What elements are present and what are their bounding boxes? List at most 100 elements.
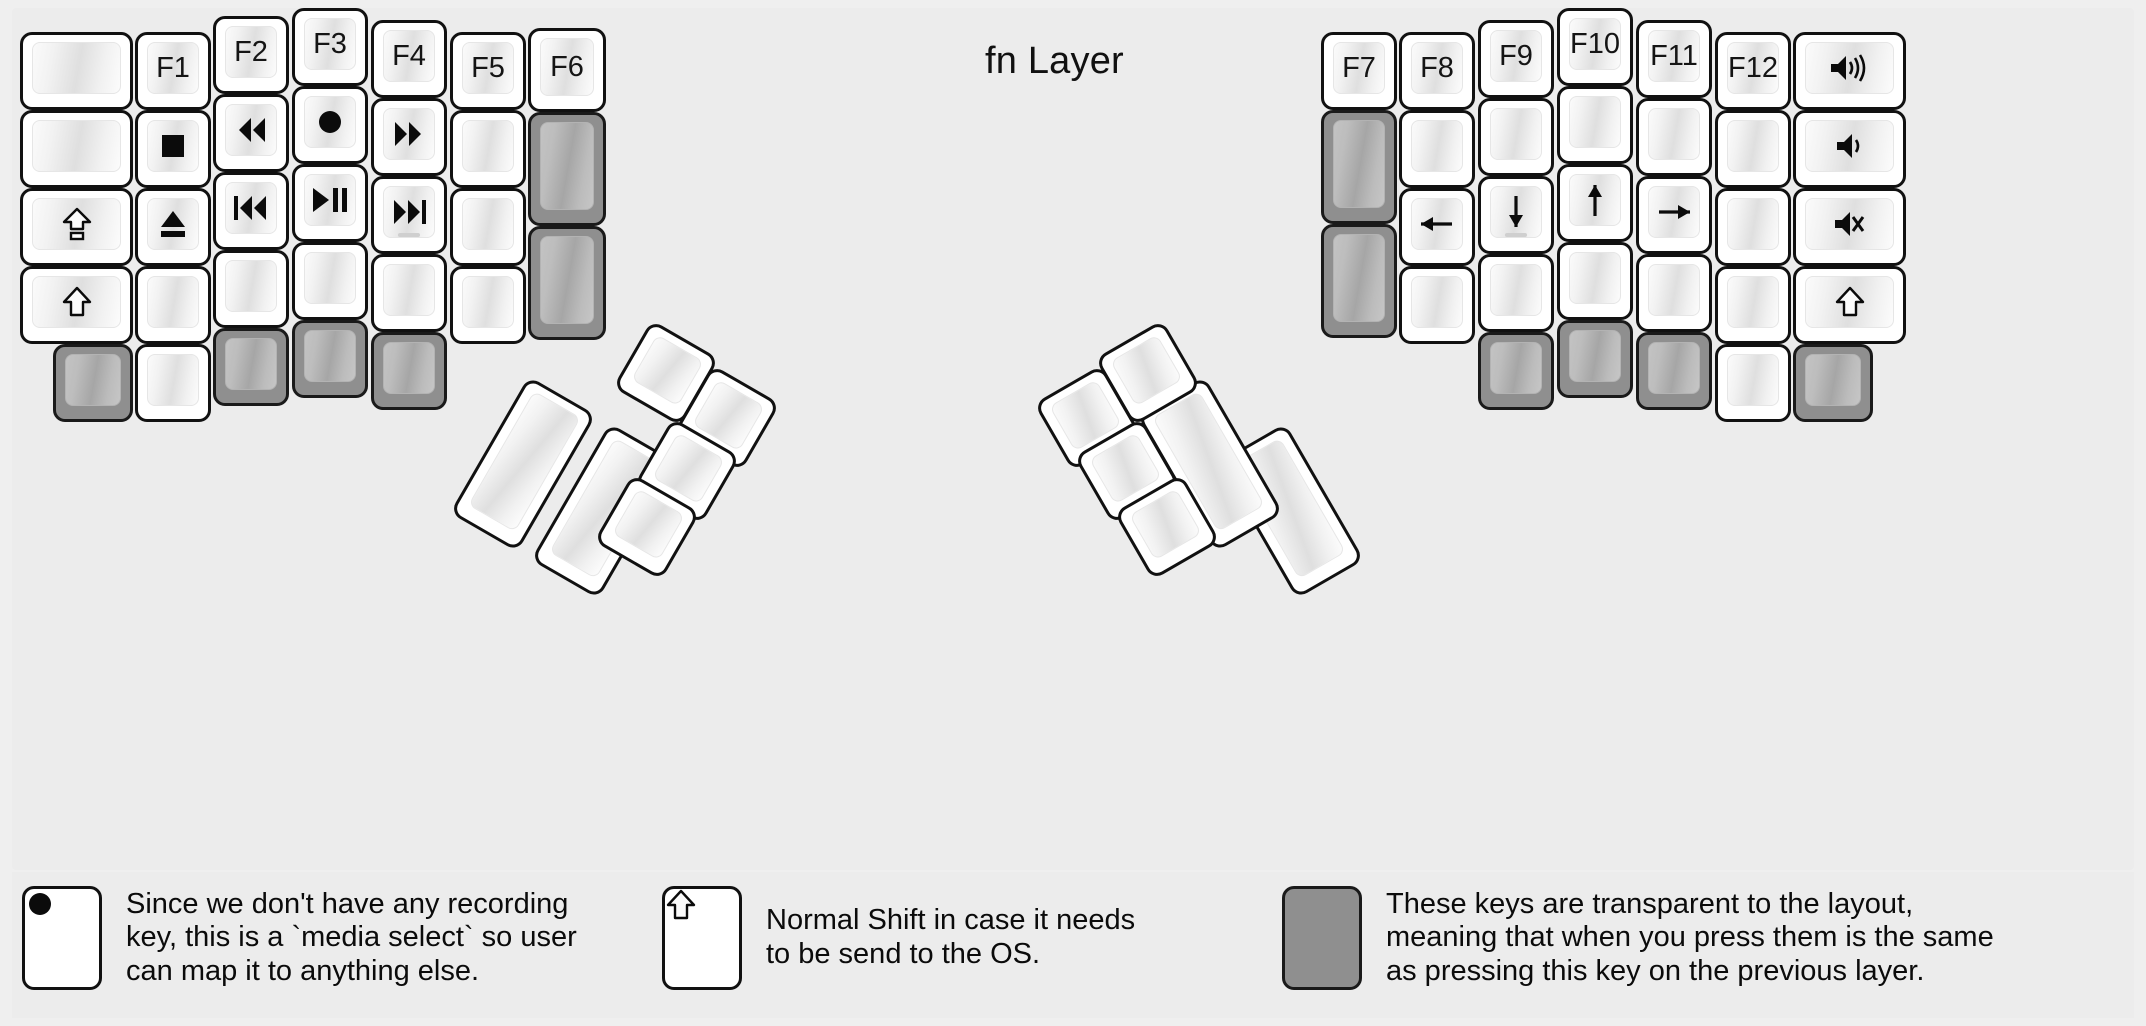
key-f5[interactable]: F5 (450, 32, 526, 110)
col-f2-key-2[interactable] (213, 172, 289, 250)
keycap-face: F2 (225, 26, 277, 78)
media-rewind-icon (232, 116, 270, 144)
col-f3-key-3[interactable] (292, 242, 368, 320)
shift-icon (665, 889, 739, 921)
col-f11-key-1[interactable] (1636, 98, 1712, 176)
key-label: F11 (1650, 39, 1698, 72)
keycap-face (1569, 96, 1621, 148)
key-label: F3 (313, 27, 347, 60)
col-f2-key-1[interactable] (213, 94, 289, 172)
col-f1-key-3[interactable] (135, 266, 211, 344)
key-label: F8 (1420, 51, 1454, 84)
homing-bar (1505, 233, 1527, 237)
key-f4[interactable]: F4 (371, 20, 447, 98)
key-f9[interactable]: F9 (1478, 20, 1554, 98)
col-f12-key-4[interactable] (1715, 344, 1791, 422)
col-f11-key-3[interactable] (1636, 254, 1712, 332)
col-f7-transparent-2[interactable] (1321, 224, 1397, 338)
key-f2[interactable]: F2 (213, 16, 289, 94)
legend-item-shift: Normal Shift in case it needs to be send… (662, 886, 1135, 990)
col-f3-key-1[interactable] (292, 86, 368, 164)
col-outer-left-key-0[interactable] (20, 32, 133, 110)
arrow-left-icon (1418, 209, 1456, 239)
col-f3-transparent-4[interactable] (292, 320, 368, 398)
col-f12-key-3[interactable] (1715, 266, 1791, 344)
col-f8-key-3[interactable] (1399, 266, 1475, 344)
media-next-icon (390, 198, 428, 226)
key-f12[interactable]: F12 (1715, 32, 1791, 110)
key-f3[interactable]: F3 (292, 8, 368, 86)
col-f1-key-1[interactable] (135, 110, 211, 188)
col-outer-left-key-2[interactable] (20, 188, 133, 266)
legend-item-transparent-text: These keys are transparent to the layout… (1386, 887, 1994, 987)
col-f11-transparent-4[interactable] (1636, 332, 1712, 410)
col-f8-key-1[interactable] (1399, 110, 1475, 188)
col-f11-key-2[interactable] (1636, 176, 1712, 254)
col-f3-key-2[interactable] (292, 164, 368, 242)
keycap-face (1648, 186, 1700, 238)
col-f4-key-1[interactable] (371, 98, 447, 176)
col-f8-key-2[interactable] (1399, 188, 1475, 266)
col-outer-right-transparent-4[interactable] (1793, 344, 1873, 422)
key-label: F2 (234, 35, 268, 68)
col-f1-key-4[interactable] (135, 344, 211, 422)
keycap-face (612, 488, 685, 561)
col-outer-right-key-1[interactable] (1793, 110, 1906, 188)
col-f12-key-1[interactable] (1715, 110, 1791, 188)
col-f9-transparent-4[interactable] (1478, 332, 1554, 410)
keycap-face (383, 108, 435, 160)
key-f7[interactable]: F7 (1321, 32, 1397, 110)
key-f11[interactable]: F11 (1636, 20, 1712, 98)
col-f9-key-3[interactable] (1478, 254, 1554, 332)
keycap-face (1490, 186, 1542, 238)
col-f10-key-2[interactable] (1557, 164, 1633, 242)
col-f9-key-1[interactable] (1478, 98, 1554, 176)
col-f7-transparent-1[interactable] (1321, 110, 1397, 224)
col-f2-key-3[interactable] (213, 250, 289, 328)
col-f4-transparent-4[interactable] (371, 332, 447, 410)
keycap-face (1727, 198, 1779, 250)
keycap-face (1805, 354, 1861, 406)
keycap-face (1569, 252, 1621, 304)
col-outer-left-key-1[interactable] (20, 110, 133, 188)
col-f5-key-1[interactable] (450, 110, 526, 188)
col-f10-key-3[interactable] (1557, 242, 1633, 320)
col-f12-key-2[interactable] (1715, 188, 1791, 266)
key-f1[interactable]: F1 (135, 32, 211, 110)
key-f8[interactable]: F8 (1399, 32, 1475, 110)
col-f9-key-2[interactable] (1478, 176, 1554, 254)
col-outer-right-key-3[interactable] (1793, 266, 1906, 344)
col-f6-transparent-1[interactable] (528, 112, 606, 226)
shift-icon (1834, 286, 1866, 318)
keycap-face (1805, 198, 1894, 250)
col-f5-key-3[interactable] (450, 266, 526, 344)
col-f5-key-2[interactable] (450, 188, 526, 266)
col-f10-key-1[interactable] (1557, 86, 1633, 164)
col-f6-transparent-2[interactable] (528, 226, 606, 340)
col-f4-key-3[interactable] (371, 254, 447, 332)
col-f10-transparent-4[interactable] (1557, 320, 1633, 398)
col-outer-left-transparent-4[interactable] (53, 344, 133, 422)
caps-lock-icon (61, 207, 93, 242)
volume-mute-icon (1833, 209, 1867, 239)
keycap-face (1411, 120, 1463, 172)
keycap-face (147, 354, 199, 406)
keycap-face (25, 889, 99, 919)
col-outer-right-key-2[interactable] (1793, 188, 1906, 266)
col-outer-left-key-3[interactable] (20, 266, 133, 344)
keycap-face (1490, 264, 1542, 316)
col-f1-key-2[interactable] (135, 188, 211, 266)
col-outer-right-key-0[interactable] (1793, 32, 1906, 110)
page-title: fn Layer (985, 40, 1124, 82)
key-f10[interactable]: F10 (1557, 8, 1633, 86)
key-label: F9 (1499, 39, 1533, 72)
homing-bar (398, 233, 420, 237)
keycap-face: F10 (1569, 18, 1621, 70)
keycap-face (1490, 342, 1542, 394)
col-f2-transparent-4[interactable] (213, 328, 289, 406)
key-f6[interactable]: F6 (528, 28, 606, 112)
col-f4-key-2[interactable] (371, 176, 447, 254)
shift-icon (61, 286, 93, 318)
legend-item-transparent: These keys are transparent to the layout… (1282, 886, 1994, 990)
